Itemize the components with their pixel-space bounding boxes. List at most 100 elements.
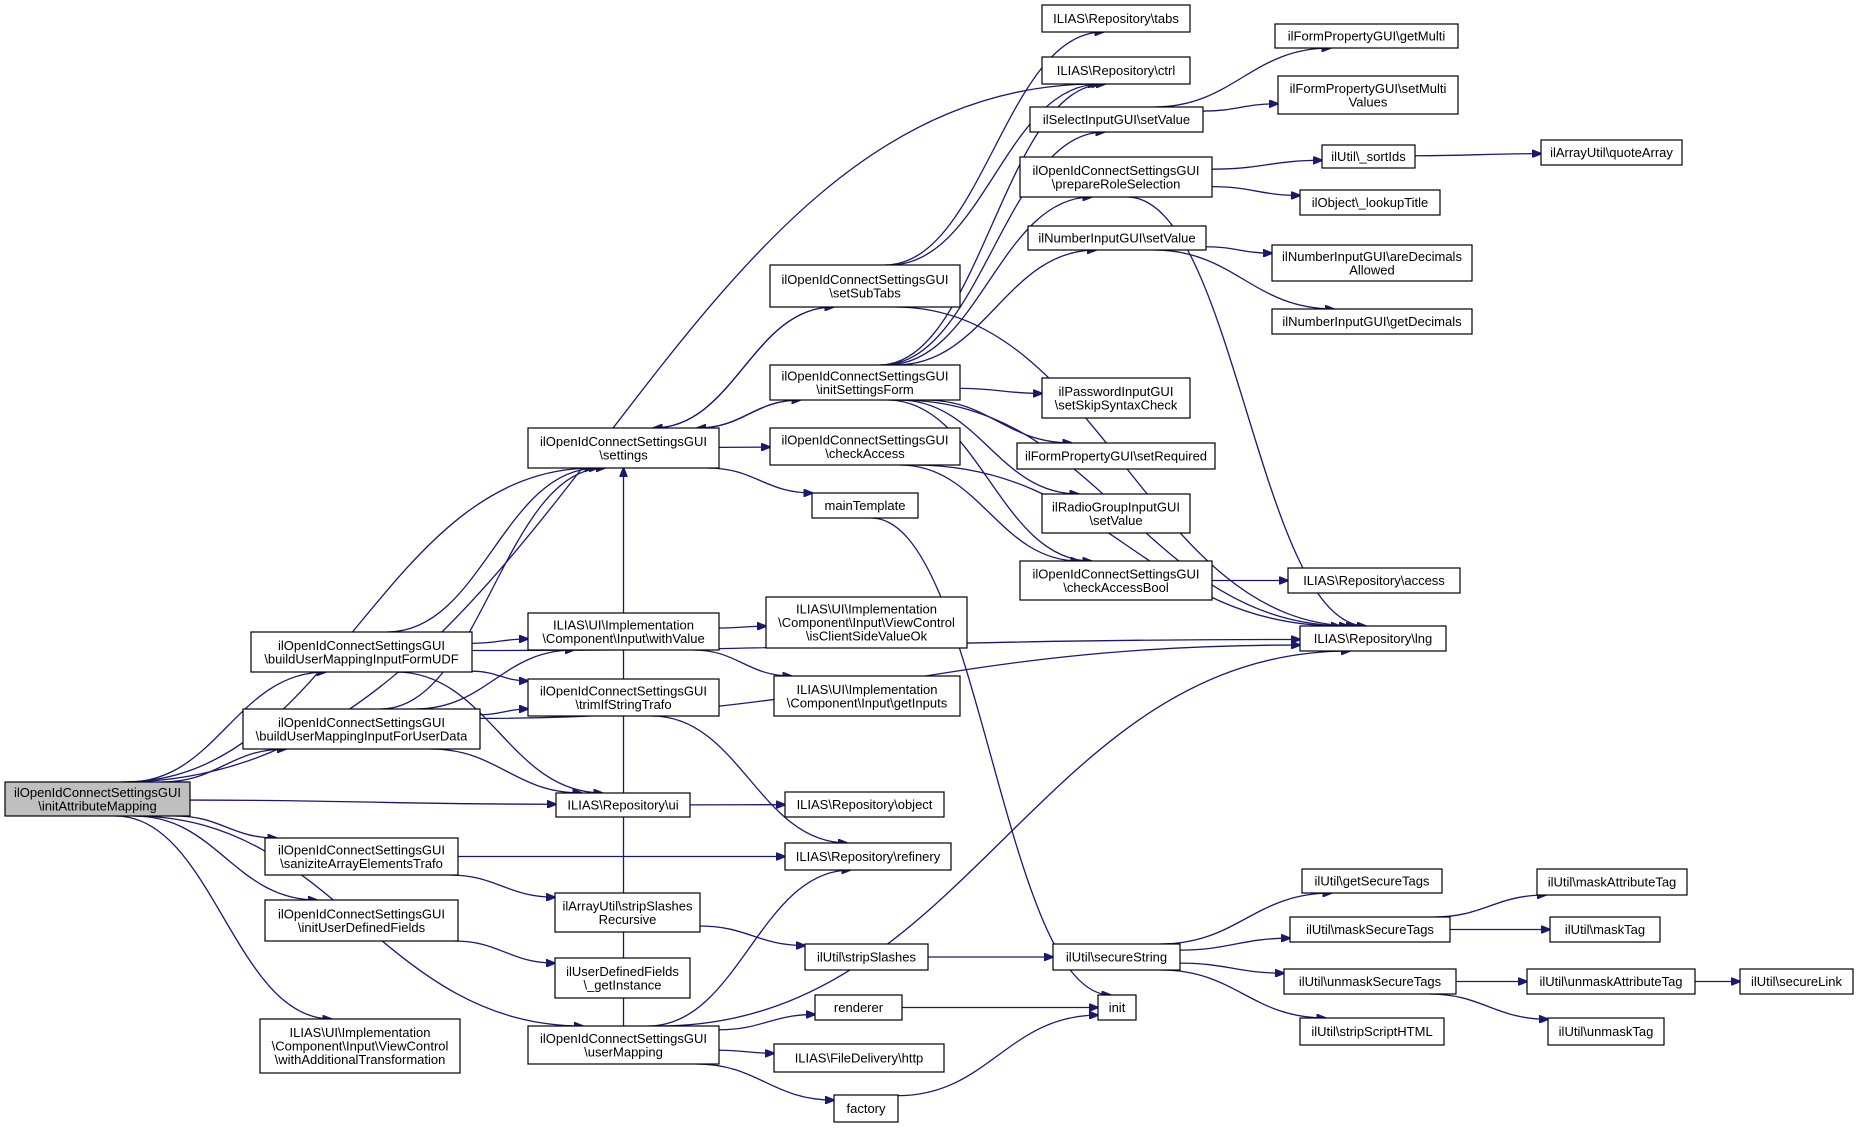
node-label-line: ilOpenIdConnectSettingsGUI (278, 638, 445, 653)
node-label-line: ilFormPropertyGUI\setMulti (1290, 81, 1447, 96)
node-prepare[interactable]: ilOpenIdConnectSettingsGUI\prepareRoleSe… (1019, 156, 1213, 198)
node-utilstrip[interactable]: ilUtil\stripSlashes (804, 943, 929, 971)
node-withaddt[interactable]: ILIAS\UI\Implementation\Component\Input\… (259, 1018, 461, 1074)
node-label-line: ilOpenIdConnectSettingsGUI (782, 432, 949, 447)
node-userdata[interactable]: ilOpenIdConnectSettingsGUI\buildUserMapp… (242, 708, 481, 750)
node-ctrl[interactable]: ILIAS\Repository\ctrl (1041, 56, 1191, 85)
node-lng[interactable]: ILIAS\Repository\lng (1299, 625, 1447, 652)
node-initudf[interactable]: ilOpenIdConnectSettingsGUI\initUserDefin… (264, 899, 459, 942)
node-unmaskattr[interactable]: ilUtil\unmaskAttributeTag (1526, 968, 1696, 995)
node-label-line: ilOpenIdConnectSettingsGUI (1033, 163, 1200, 178)
node-label-line: ilFormPropertyGUI\setRequired (1025, 449, 1207, 464)
node-access[interactable]: ILIAS\Repository\access (1287, 567, 1461, 594)
edge-root-to-sanitize (175, 815, 277, 838)
edge-root-to-withaddt (115, 815, 332, 1019)
node-getsecure[interactable]: ilUtil\getSecureTags (1301, 868, 1443, 894)
node-init[interactable]: init (1097, 994, 1137, 1021)
node-setreq[interactable]: ilFormPropertyGUI\setRequired (1016, 442, 1216, 470)
node-box (1549, 916, 1661, 943)
node-withvalue[interactable]: ILIAS\UI\Implementation\Component\Input\… (527, 612, 720, 651)
node-unmasksecure[interactable]: ilUtil\unmaskSecureTags (1283, 968, 1457, 995)
node-label-line: Values (1349, 94, 1388, 109)
node-object[interactable]: ILIAS\Repository\object (784, 791, 945, 818)
node-root[interactable]: ilOpenIdConnectSettingsGUI\initAttribute… (4, 781, 191, 817)
edge-usermapping-to-refinery (648, 870, 850, 1027)
node-subtabs[interactable]: ilOpenIdConnectSettingsGUI\setSubTabs (769, 264, 961, 308)
node-tabs[interactable]: ILIAS\Repository\tabs (1041, 4, 1191, 33)
node-box (1052, 943, 1181, 971)
edge-initform-to-checkbool (887, 399, 1091, 561)
node-box (1277, 75, 1459, 115)
node-box (1283, 968, 1457, 995)
node-label-line: \initAttributeMapping (38, 798, 157, 813)
node-label-line: \initUserDefinedFields (298, 920, 426, 935)
node-sanitize[interactable]: ilOpenIdConnectSettingsGUI\saniziteArray… (264, 837, 459, 876)
node-initform[interactable]: ilOpenIdConnectSettingsGUI\initSettingsF… (769, 364, 961, 401)
node-label-line: ILIAS\Repository\ui (567, 798, 678, 813)
node-sortids[interactable]: ilUtil\_sortIds (1321, 144, 1416, 169)
edge-prepare-to-lng (1127, 196, 1366, 626)
node-http[interactable]: ILIAS\FileDelivery\http (773, 1043, 945, 1073)
node-box (1274, 23, 1459, 49)
edge-initform-to-radio (898, 399, 1079, 494)
node-settings[interactable]: ilOpenIdConnectSettingsGUI\settings (527, 427, 720, 469)
node-label-line: \setSubTabs (829, 285, 901, 300)
edge-root-to-settings (122, 468, 594, 783)
edge-strip-to-utilstrip (699, 925, 805, 946)
node-box (1041, 56, 1191, 85)
node-maskattr[interactable]: ilUtil\maskAttributeTag (1536, 868, 1688, 896)
edge-selectset-to-setmulti (1202, 104, 1278, 112)
node-label-line: \_getInstance (583, 977, 661, 992)
node-label-line: ILIAS\UI\Implementation (797, 682, 938, 697)
node-lookup[interactable]: ilObject\_lookupTitle (1299, 189, 1441, 216)
node-securestr[interactable]: ilUtil\secureString (1052, 943, 1181, 971)
node-label-line: ilSelectInputGUI\setValue (1043, 112, 1190, 127)
node-label-line: \setSkipSyntaxCheck (1055, 397, 1178, 412)
node-securelink[interactable]: ilUtil\secureLink (1739, 968, 1854, 995)
edge-withvalue-to-clientside (718, 626, 766, 628)
node-selectset[interactable]: ilSelectInputGUI\setValue (1029, 106, 1204, 133)
node-getdec[interactable]: ilNumberInputGUI\getDecimals (1271, 308, 1473, 335)
node-refinery[interactable]: ILIAS\Repository\refinery (784, 842, 952, 871)
node-box (242, 708, 481, 750)
node-factory[interactable]: factory (833, 1094, 899, 1123)
edge-securestr-to-stripscript (1161, 969, 1326, 1018)
node-box (811, 492, 919, 519)
node-label-line: \Component\Input\withValue (542, 631, 704, 646)
node-radio[interactable]: ilRadioGroupInputGUI\setValue (1041, 493, 1191, 534)
node-maintpl[interactable]: mainTemplate (811, 492, 919, 519)
node-ui[interactable]: ILIAS\Repository\ui (555, 792, 691, 818)
edge-initudf-to-udfinst (454, 940, 555, 963)
node-usermapping[interactable]: ilOpenIdConnectSettingsGUI\userMapping (527, 1025, 720, 1065)
node-renderer[interactable]: renderer (814, 994, 903, 1021)
node-udfinst[interactable]: ilUserDefinedFields\_getInstance (554, 957, 691, 999)
node-unmasktag[interactable]: ilUtil\unmaskTag (1547, 1017, 1665, 1046)
node-masktag[interactable]: ilUtil\maskTag (1549, 916, 1661, 943)
node-box (1526, 968, 1696, 995)
node-pwd[interactable]: ilPasswordInputGUI\setSkipSyntaxCheck (1041, 377, 1191, 419)
node-box (1321, 144, 1416, 169)
node-label-line: ILIAS\UI\Implementation (290, 1025, 431, 1040)
node-box (784, 842, 952, 871)
node-trim[interactable]: ilOpenIdConnectSettingsGUI\trimIfStringT… (527, 678, 720, 717)
node-numset[interactable]: ilNumberInputGUI\setValue (1027, 225, 1207, 251)
node-box (833, 1094, 899, 1123)
node-label-line: ilPasswordInputGUI (1059, 384, 1174, 399)
node-checkbool[interactable]: ilOpenIdConnectSettingsGUI\checkAccessBo… (1019, 560, 1213, 601)
node-stripscript[interactable]: ilUtil\stripScriptHTML (1299, 1017, 1445, 1046)
node-getmulti[interactable]: ilFormPropertyGUI\getMulti (1274, 23, 1459, 49)
node-quote[interactable]: ilArrayUtil\quoteArray (1540, 139, 1683, 166)
node-getinputs[interactable]: ILIAS\UI\Implementation\Component\Input\… (773, 675, 961, 717)
node-udf[interactable]: ilOpenIdConnectSettingsGUI\buildUserMapp… (250, 631, 473, 673)
node-box (1299, 189, 1441, 216)
edge-udf-to-settings (387, 468, 598, 633)
node-label-line: ilUtil\unmaskAttributeTag (1539, 974, 1682, 989)
node-checkaccess[interactable]: ilOpenIdConnectSettingsGUI\checkAccess (769, 427, 961, 466)
node-label-line: ILIAS\Repository\tabs (1053, 11, 1179, 26)
node-masksecure[interactable]: ilUtil\maskSecureTags (1289, 916, 1451, 943)
node-clientside[interactable]: ILIAS\UI\Implementation\Component\Input\… (765, 596, 968, 649)
